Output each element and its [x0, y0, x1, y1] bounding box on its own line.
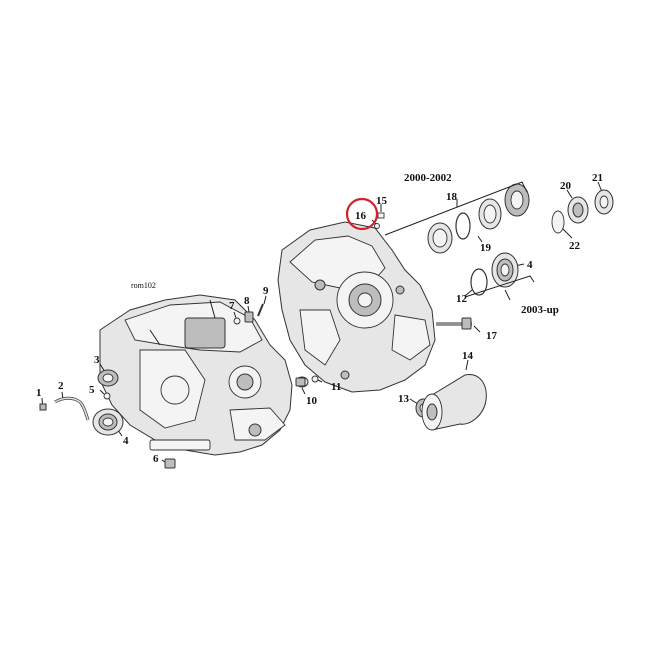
callout-14: 14: [462, 350, 474, 362]
part-14-oil-filter: [421, 359, 487, 431]
part-2-hose: [54, 391, 90, 421]
bracket-2000-2002: [384, 181, 528, 236]
part-1-dowel: [39, 397, 47, 411]
left-crankcase-half: [99, 294, 293, 456]
callout-12: 12: [456, 293, 468, 305]
callout-4-left: 4: [123, 435, 129, 447]
callout-1: 1: [36, 387, 42, 399]
callout-2: 2: [58, 380, 64, 392]
callout-11: 11: [331, 381, 341, 393]
part-16-o-ring: [371, 219, 380, 229]
callout-22: 22: [569, 240, 581, 252]
label-2000-2002: 2000-2002: [404, 172, 452, 184]
reference-code: rom102: [131, 281, 156, 290]
callout-3: 3: [94, 354, 100, 366]
callout-6: 6: [153, 453, 159, 465]
part-11-o-ring: [311, 375, 323, 383]
callout-9: 9: [263, 285, 269, 297]
part-20-seal: [566, 189, 589, 224]
part-18-bearing-set: [427, 183, 530, 254]
callout-8: 8: [244, 295, 250, 307]
callout-13: 13: [398, 393, 410, 405]
callout-7: 7: [229, 300, 235, 312]
callout-20: 20: [560, 180, 572, 192]
right-crankcase-half: [277, 221, 436, 393]
part-21-seal: [594, 181, 614, 215]
part-7-o-ring: [233, 311, 241, 325]
label-2003-up: 2003-up: [521, 304, 559, 316]
bracket-2003-up: [464, 275, 535, 301]
highlight-circle: [345, 197, 379, 231]
part-19-retaining-ring: [477, 235, 483, 243]
callout-19: 19: [480, 242, 492, 254]
part-9-screw: [257, 295, 267, 317]
callout-15: 15: [376, 195, 388, 207]
part-12-retaining-ring: [464, 268, 488, 297]
callout-17: 17: [486, 330, 498, 342]
part-6-plug: [161, 458, 176, 469]
part-4-bearing-left: [92, 408, 124, 437]
callout-18: 18: [446, 191, 458, 203]
part-10-fitting: [295, 376, 309, 395]
part-4-bearing-right: [491, 252, 525, 288]
callout-4-right: 4: [527, 259, 533, 271]
part-3-seal: [97, 363, 119, 387]
callout-21: 21: [592, 172, 603, 184]
callout-16: 16: [355, 210, 367, 222]
callout-5: 5: [89, 384, 95, 396]
part-17-bolt: [436, 317, 481, 333]
part-8-fitting: [244, 305, 254, 323]
part-22-spacer: [551, 210, 573, 239]
callout-10: 10: [306, 395, 318, 407]
part-5-o-ring: [99, 389, 111, 400]
